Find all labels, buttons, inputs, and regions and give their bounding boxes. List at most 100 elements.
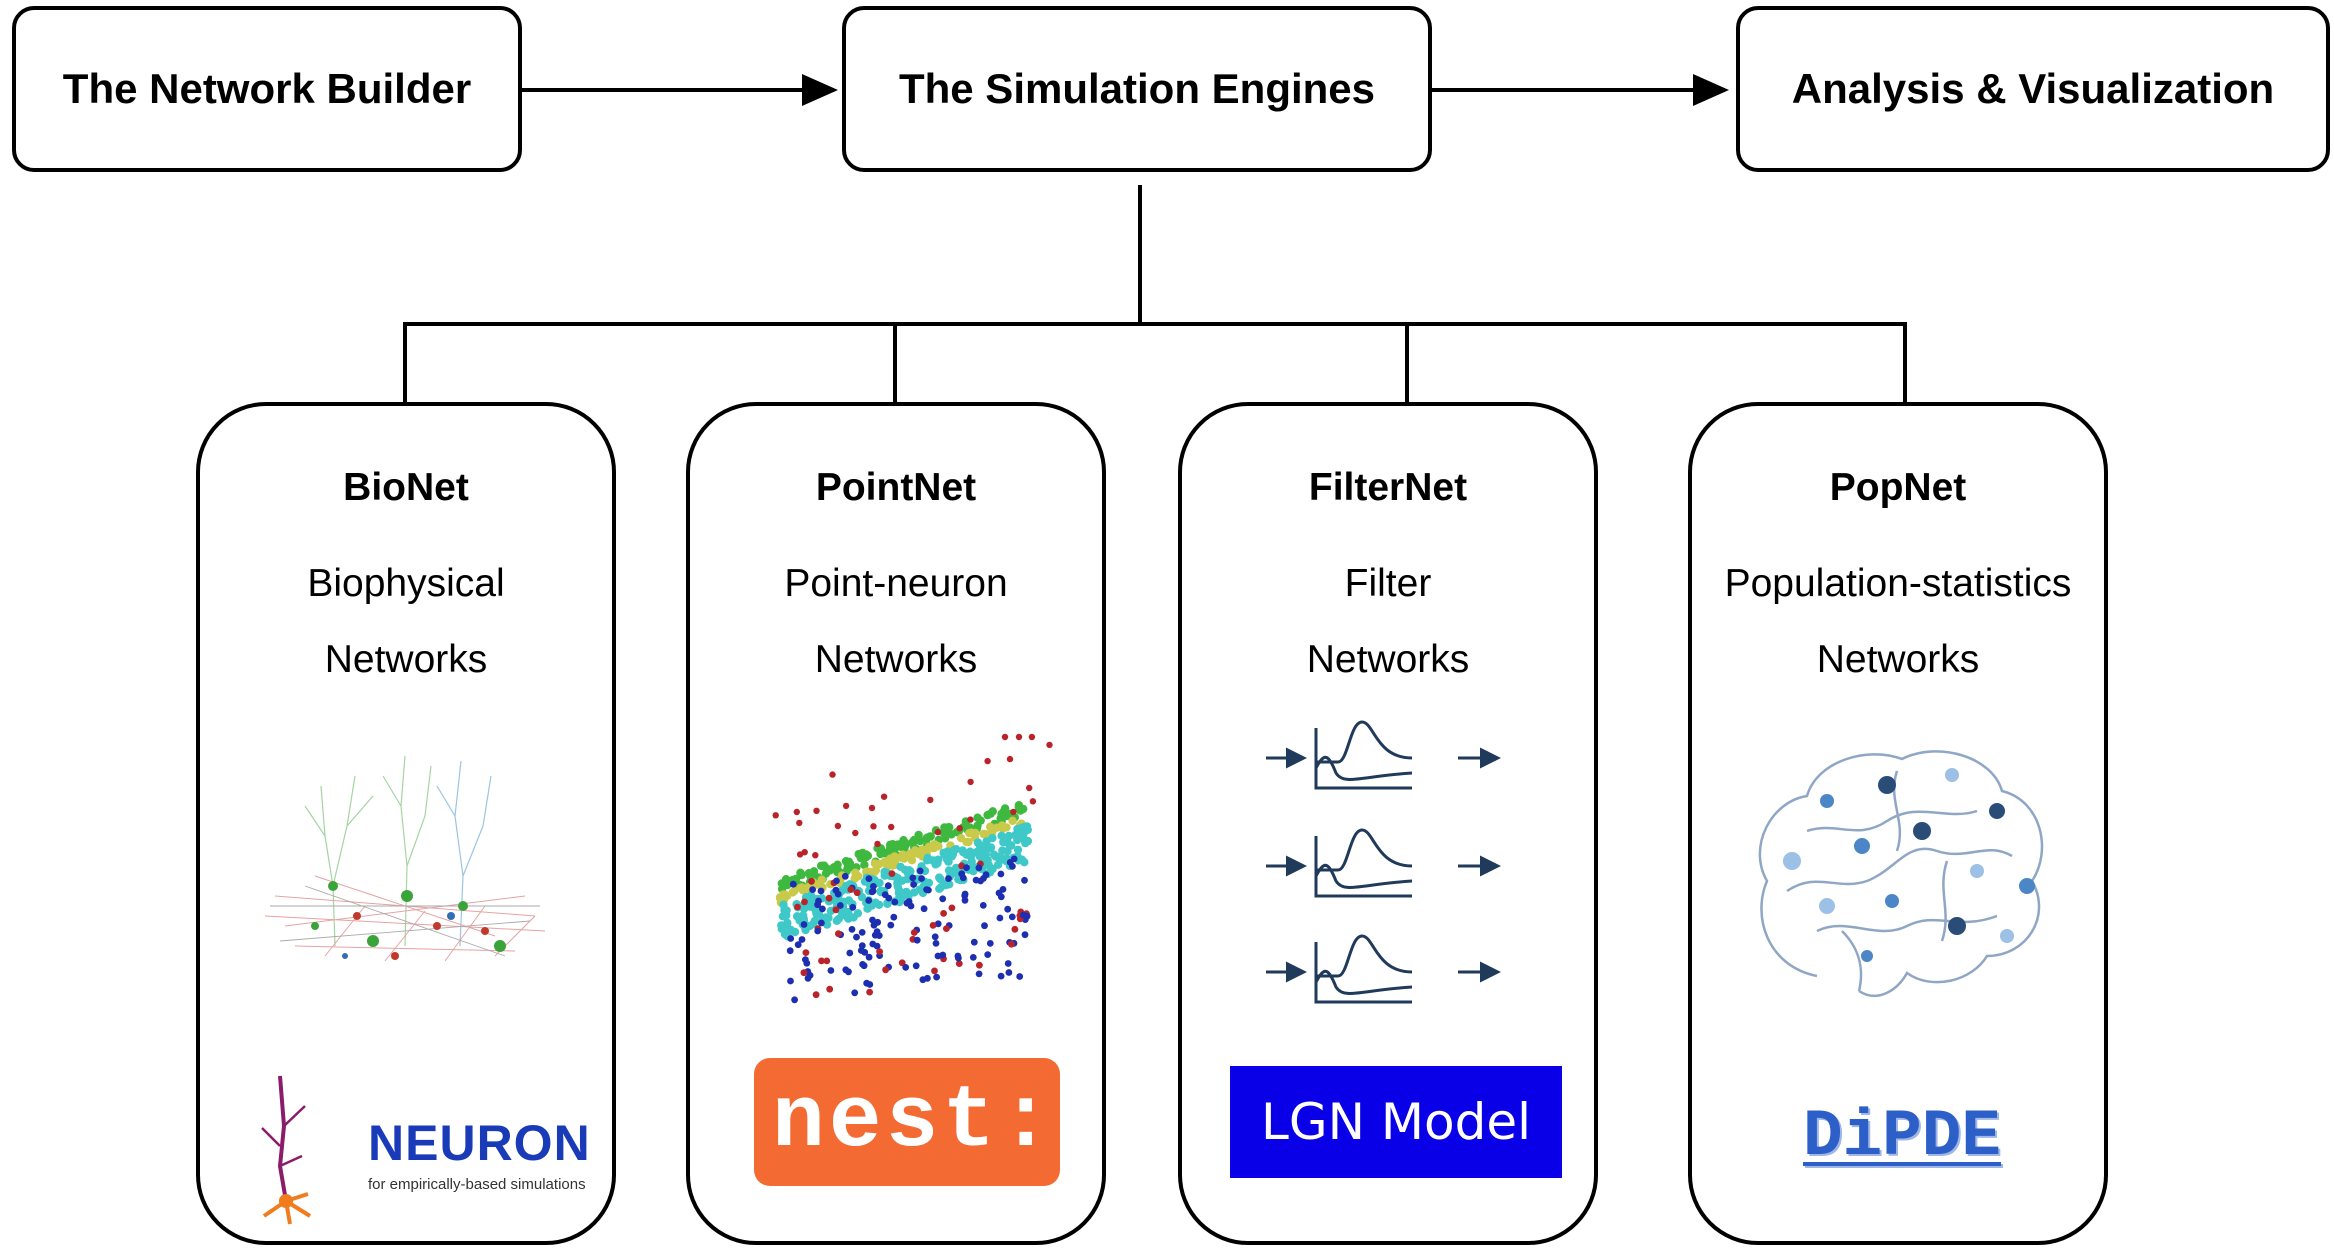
scatter-dot — [789, 880, 797, 888]
scatter-dot — [916, 867, 924, 875]
scatter-dot — [910, 929, 918, 936]
scatter-dot — [943, 925, 950, 932]
neuron-network-illustration — [264, 755, 546, 962]
scatter-dot — [986, 940, 994, 947]
scatter-dot — [945, 875, 952, 882]
scatter-dot — [1008, 913, 1016, 921]
scatter-dot — [1021, 876, 1028, 884]
scatter-dot — [988, 864, 997, 874]
scatter-dot — [862, 867, 871, 876]
scatter-dot — [870, 859, 880, 868]
scatter-dot — [931, 967, 938, 975]
scatter-dot — [945, 880, 954, 889]
scatter-dot — [865, 953, 873, 961]
scatter-dot — [803, 959, 811, 967]
scatter-dot — [833, 865, 842, 874]
scatter-dot — [967, 816, 974, 823]
scatter-dot — [887, 921, 895, 929]
scatter-dot — [835, 930, 842, 938]
scatter-dot — [810, 916, 820, 926]
scatter-dot — [936, 883, 946, 892]
scatter-dot — [973, 838, 983, 847]
scatter-dot — [1018, 833, 1028, 842]
scatter-dot — [889, 846, 899, 855]
scatter-dot — [969, 866, 978, 876]
scatter-dot — [826, 985, 834, 993]
analysis-visualization-label: Analysis & Visualization — [1791, 65, 2275, 112]
scatter-dot — [909, 874, 917, 882]
scatter-dot — [910, 888, 919, 897]
scatter-dot — [844, 907, 853, 917]
scatter-dot — [934, 920, 942, 928]
scatter-dot — [866, 981, 874, 988]
scatter-dot — [860, 860, 869, 870]
neuron-logo-tagline: for empirically-based simulations — [368, 1176, 586, 1193]
scatter-dot — [841, 872, 849, 880]
scatter-dot — [866, 988, 873, 996]
scatter-dot — [1008, 940, 1015, 948]
filter-kernels-illustration — [1266, 720, 1501, 1004]
scatter-dot — [1002, 823, 1011, 832]
scatter-dot — [910, 835, 919, 845]
scatter-dot — [1004, 960, 1012, 967]
engine-title: BioNet — [343, 466, 469, 509]
scatter-dot — [924, 878, 934, 888]
scatter-dot — [849, 903, 857, 911]
scatter-dot — [857, 892, 867, 902]
scatter-dot — [796, 851, 804, 858]
nest-logo-text: nest:: — [772, 1072, 1113, 1172]
scatter-dot — [905, 849, 915, 858]
scatter-dot — [837, 908, 846, 917]
scatter-dot — [829, 771, 836, 778]
scatter-dot — [858, 942, 866, 949]
scatter-dot — [976, 961, 983, 969]
scatter-dot — [891, 898, 899, 906]
scatter-dot — [800, 969, 808, 977]
scatter-dot — [1028, 733, 1036, 741]
scatter-dot — [896, 862, 905, 871]
scatter-dot — [848, 926, 856, 933]
scatter-dot — [1013, 845, 1023, 854]
scatter-dot — [791, 996, 798, 1004]
scatter-dot — [962, 837, 971, 847]
scatter-dot — [868, 888, 876, 896]
scatter-dot — [809, 886, 816, 893]
engine-subtitle-line1: Population-statistics — [1724, 562, 2072, 605]
dipde-logo-text: DiPDE — [1802, 1098, 2002, 1174]
scatter-dot — [986, 843, 996, 852]
scatter-dot — [1008, 816, 1017, 825]
network-builder-label: The Network Builder — [62, 65, 472, 112]
scatter-dot — [902, 964, 910, 971]
scatter-dot — [967, 778, 974, 786]
scatter-dot — [919, 976, 927, 984]
scatter-dot — [979, 829, 988, 839]
scatter-dot — [933, 859, 942, 868]
scatter-dot — [970, 938, 978, 946]
scatter-dot — [809, 867, 819, 876]
engine-subtitle-line1: Biophysical — [307, 562, 505, 605]
scatter-dot — [844, 860, 854, 870]
scatter-dot — [898, 959, 906, 967]
scatter-dot — [794, 941, 802, 949]
scatter-dot — [995, 889, 1003, 897]
engine-subtitle: Point-neuron Networks — [690, 546, 1102, 698]
scatter-dot — [997, 972, 1005, 980]
scatter-dot — [880, 793, 888, 800]
scatter-dot — [842, 802, 850, 810]
filter-kernel-row-3 — [1266, 934, 1501, 1004]
scatter-dot — [1046, 741, 1053, 749]
scatter-dot — [920, 905, 928, 913]
scatter-dot — [833, 877, 840, 885]
scatter-dot — [1021, 931, 1029, 939]
engine-subtitle-line2: Networks — [1816, 638, 1980, 681]
scatter-dot — [934, 842, 943, 851]
scatter-dot — [945, 823, 954, 832]
scatter-dot — [913, 936, 921, 944]
scatter-dot — [853, 933, 860, 941]
scatter-dot — [1006, 755, 1014, 763]
scatter-dot — [974, 847, 983, 856]
engine-subtitle-line1: Point-neuron — [784, 562, 1008, 605]
scatter-dot — [823, 957, 831, 965]
nest-logo: nest:: — [754, 1058, 1109, 1186]
scatter-dot — [798, 936, 806, 943]
